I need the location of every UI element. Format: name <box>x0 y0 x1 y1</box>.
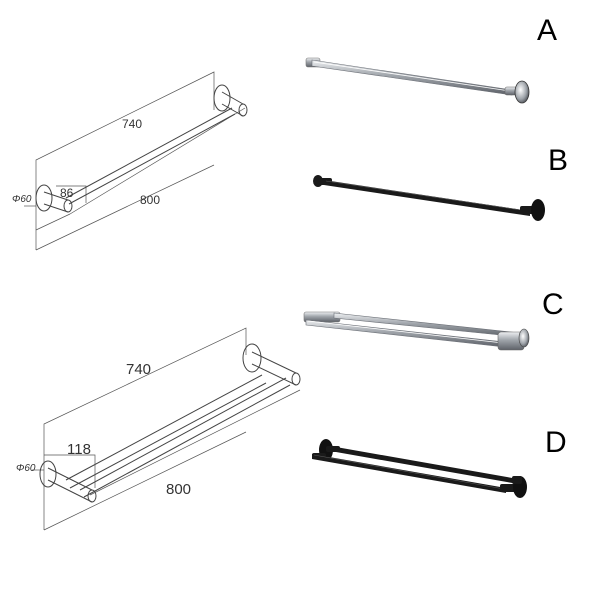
drawing-double-bar: 740 800 118 Φ60 <box>16 327 301 531</box>
dim-label-800: 800 <box>166 481 191 498</box>
dim-label-740: 740 <box>126 361 151 378</box>
dim-label-diameter: Φ60 <box>16 463 36 474</box>
dim-line-800 <box>69 107 246 215</box>
right-post-top <box>251 351 297 374</box>
product-b-black-single[interactable] <box>313 175 545 221</box>
product-d-black-double[interactable] <box>312 439 527 498</box>
option-label-d: D <box>545 426 567 459</box>
bar-highlight <box>313 61 511 92</box>
product-a-chrome-single[interactable] <box>305 57 530 104</box>
left-flange <box>39 460 57 488</box>
wall-outline-bottom <box>43 431 247 531</box>
dim-label-86: 86 <box>60 186 74 200</box>
right-flange <box>242 343 262 373</box>
bar <box>324 180 530 216</box>
bar-line-bottom <box>68 113 236 205</box>
dim-box-86 <box>56 185 87 203</box>
right-post-top <box>221 91 244 105</box>
wall-outline-left <box>43 327 247 530</box>
bar-line-top <box>65 107 233 199</box>
dim-line-800-ext <box>35 213 71 231</box>
dim-label-118: 118 <box>67 441 91 458</box>
dim-box-118 <box>44 454 96 488</box>
dim-label-800: 800 <box>140 193 160 207</box>
left-post-end <box>87 489 97 503</box>
right-flange <box>518 328 530 348</box>
wall-outline-left <box>35 71 215 250</box>
left-post-top <box>43 191 69 201</box>
option-label-c: C <box>542 288 564 321</box>
bar-sheen <box>313 454 505 490</box>
left-post-bottom <box>47 479 93 503</box>
bar-sheen <box>325 180 529 212</box>
bar1-line-bottom <box>69 382 267 489</box>
bar <box>311 59 513 96</box>
left-flange <box>35 184 53 212</box>
bar-back <box>336 447 518 484</box>
dim-label-740: 740 <box>122 117 142 131</box>
bar-front <box>312 454 506 493</box>
dim-label-diameter: Φ60 <box>12 194 32 205</box>
wall-outline-bottom <box>35 164 215 251</box>
product-c-chrome-double[interactable] <box>303 311 530 351</box>
right-post-front <box>500 484 516 492</box>
right-post-end <box>238 103 248 117</box>
drawing-single-bar: 740 800 86 Φ60 <box>12 71 248 251</box>
right-flange <box>213 84 231 112</box>
bar-highlight <box>307 320 504 344</box>
bar2-line-top <box>79 377 287 491</box>
option-label-b: B <box>548 144 568 177</box>
bar1-line-top <box>65 374 263 481</box>
right-flange <box>531 199 545 221</box>
right-post-back <box>512 476 522 484</box>
dim-line-800 <box>89 389 301 496</box>
bar2-line-bottom <box>83 384 291 498</box>
right-post-end <box>291 372 301 386</box>
left-post-bottom <box>43 203 69 213</box>
left-post-top <box>47 467 93 491</box>
right-flange <box>514 80 530 104</box>
option-label-a: A <box>537 14 557 47</box>
right-post-bottom <box>251 363 297 386</box>
left-post-end <box>63 199 73 213</box>
